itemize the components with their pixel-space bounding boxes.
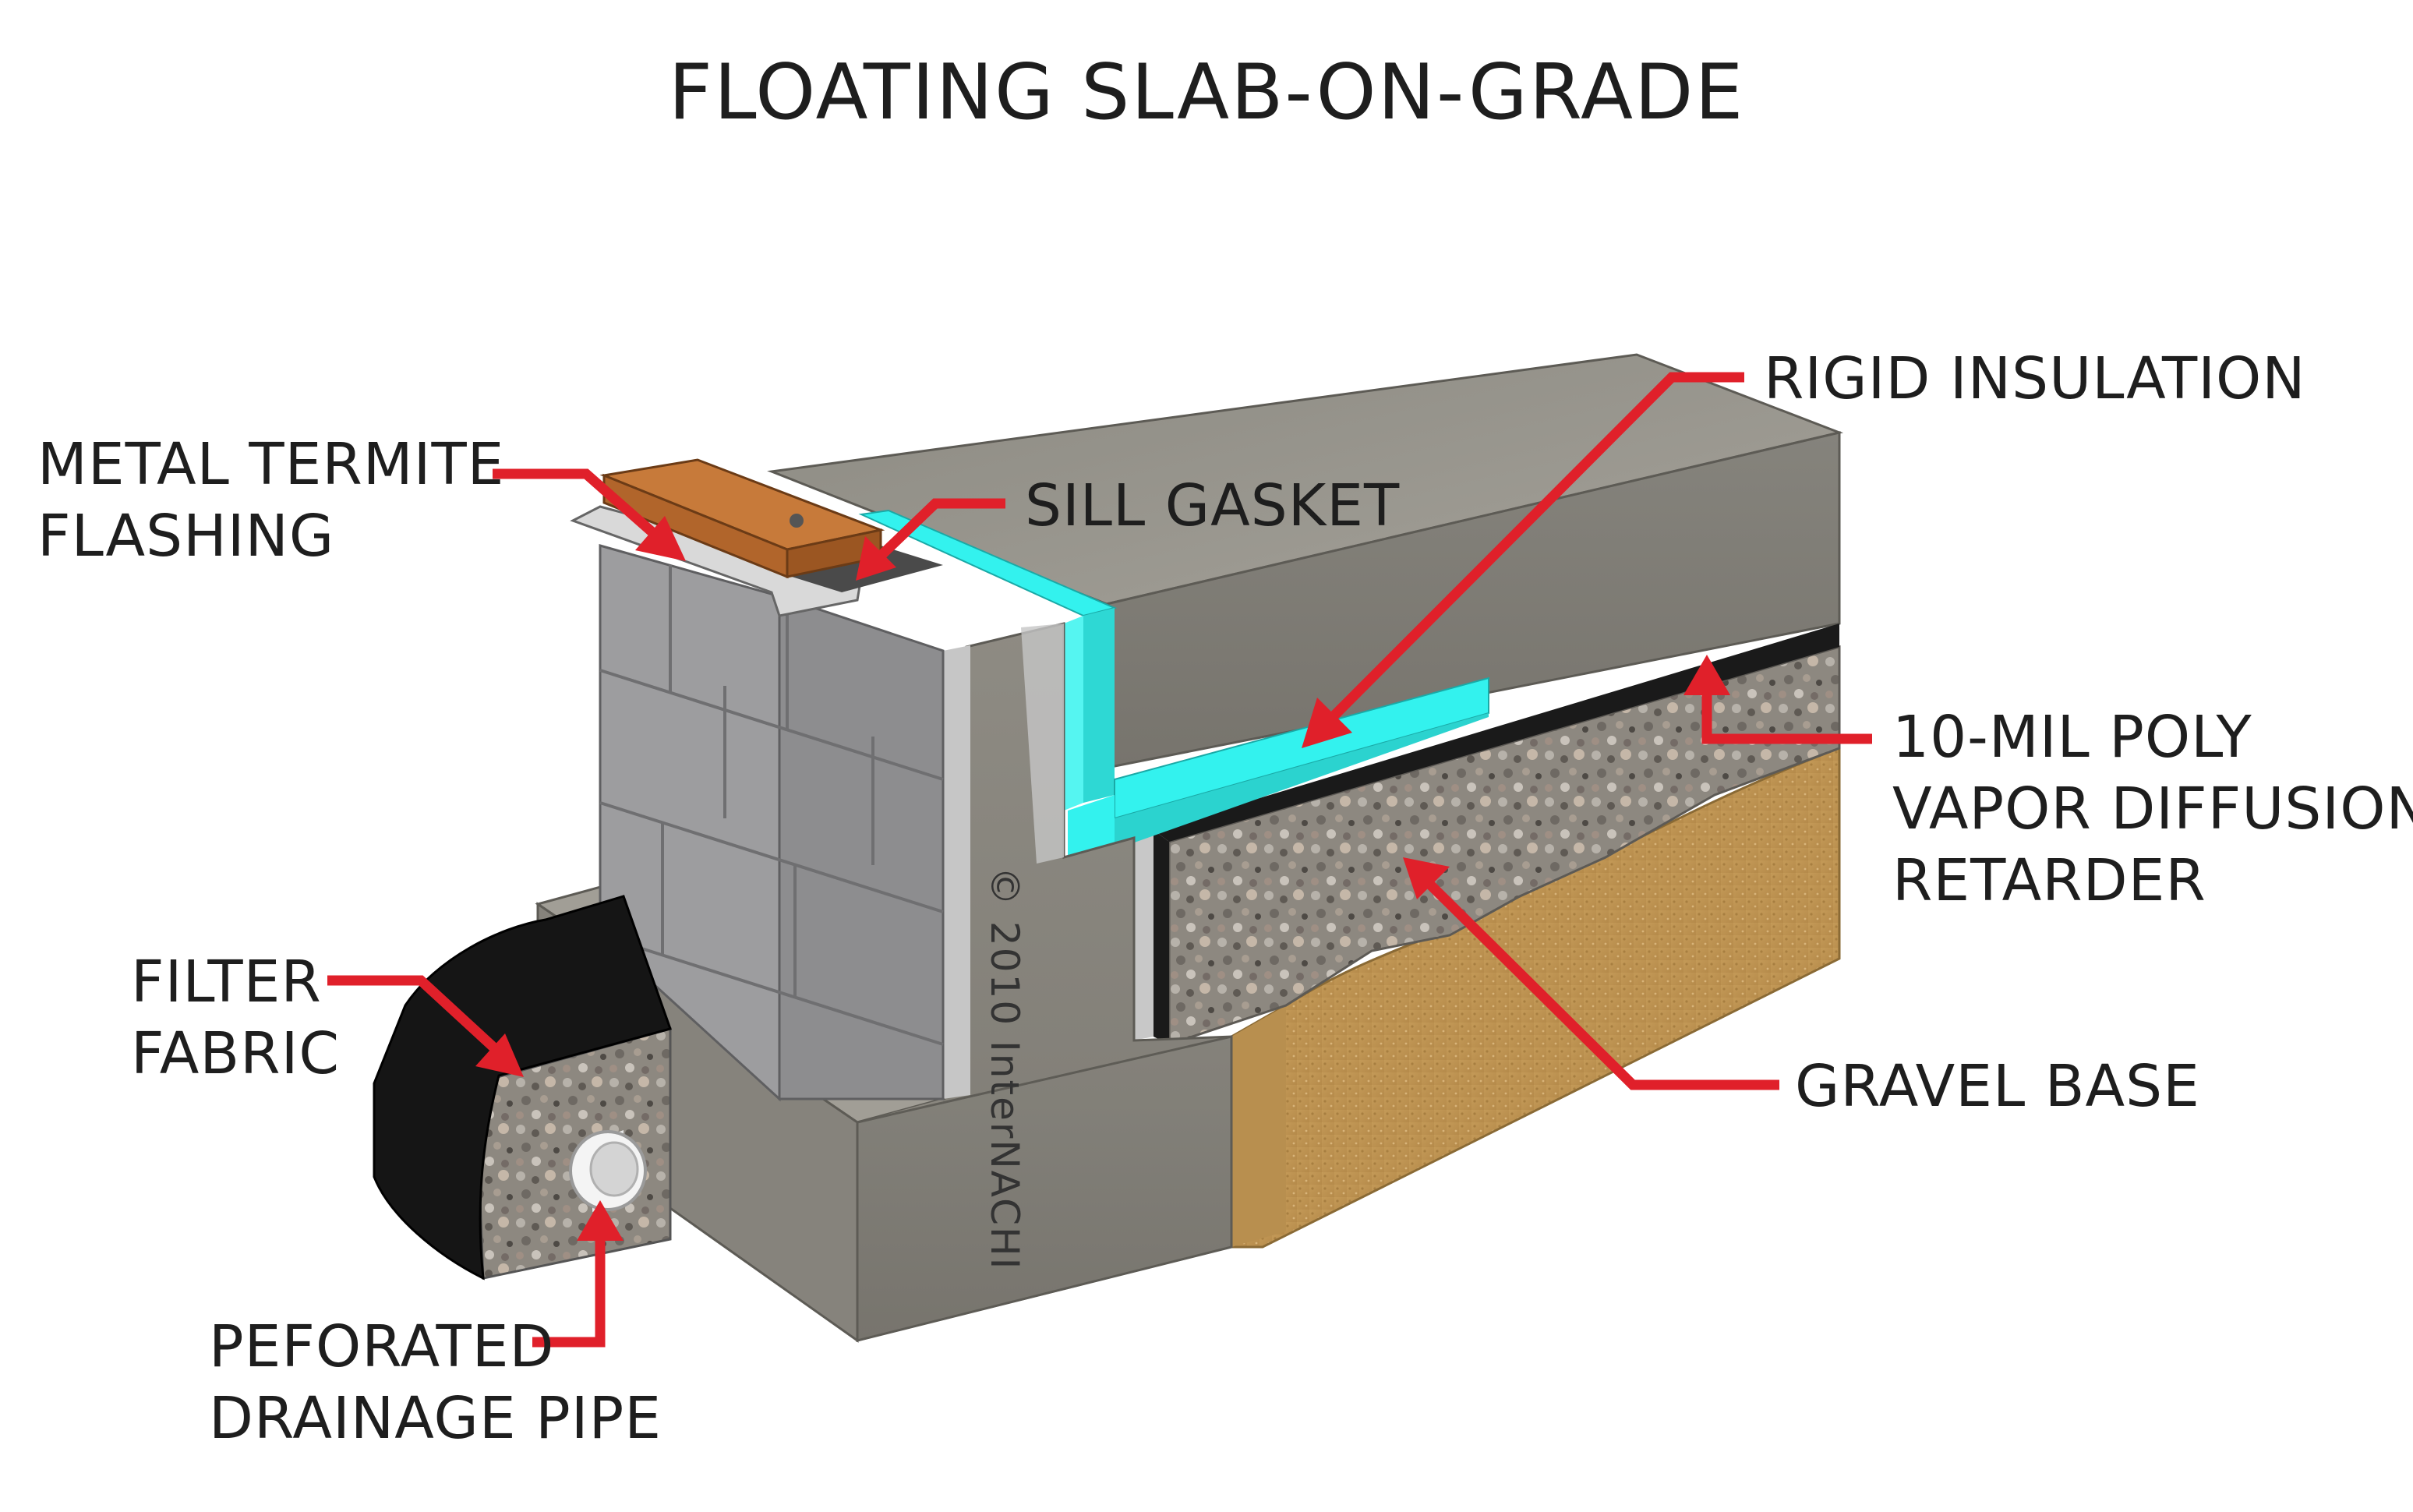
label-line: FILTER xyxy=(131,949,322,1016)
label-line: VAPOR DIFFUSION xyxy=(1892,775,2413,843)
label-filter-fabric: FILTER FABRIC xyxy=(131,946,340,1090)
label-line: PEFORATED xyxy=(209,1313,555,1380)
metal-flashing xyxy=(570,505,863,617)
label-line: FLASHING xyxy=(37,503,335,570)
arrow-rigid-insulation xyxy=(1325,372,1744,725)
arrow-metal-termite-flashing xyxy=(493,468,662,542)
label-gravel-base: GRAVEL BASE xyxy=(1795,1053,2200,1120)
diagram-title: FLOATING SLAB-ON-GRADE xyxy=(668,48,1745,137)
leader-arrows xyxy=(327,372,1872,1348)
label-drainage-pipe: PEFORATED DRAINAGE PIPE xyxy=(209,1311,662,1454)
label-poly-retarder: 10-MIL POLY VAPOR DIFFUSION RETARDER xyxy=(1892,701,2413,917)
drainage-pipe xyxy=(569,1130,647,1212)
filter-fabric xyxy=(373,895,672,1281)
arrow-drainage-pipe xyxy=(532,1224,606,1348)
label-sill-gasket: SILL GASKET xyxy=(1025,472,1401,539)
gravel-base xyxy=(1168,645,1841,1047)
arrow-heads xyxy=(475,516,1730,1241)
poly-retarder xyxy=(1154,624,1839,1044)
label-line: FABRIC xyxy=(131,1020,341,1087)
arrow-sill-gasket xyxy=(873,498,1005,563)
label-metal-termite-flashing: METAL TERMITE FLASHING xyxy=(37,429,504,572)
arrow-gravel-base xyxy=(1426,881,1779,1090)
label-rigid-insulation: RIGID INSULATION xyxy=(1764,345,2306,412)
label-line: METAL TERMITE xyxy=(37,431,505,498)
label-line: DRAINAGE PIPE xyxy=(209,1385,662,1452)
sill-plate xyxy=(599,458,885,579)
label-line: 10-MIL POLY xyxy=(1892,704,2252,771)
arrow-poly-retarder xyxy=(1701,686,1872,744)
copyright-notice: © 2010 InterNACHI xyxy=(982,867,1027,1271)
arrow-filter-fabric xyxy=(327,975,503,1056)
label-line: RETARDER xyxy=(1892,847,2206,914)
